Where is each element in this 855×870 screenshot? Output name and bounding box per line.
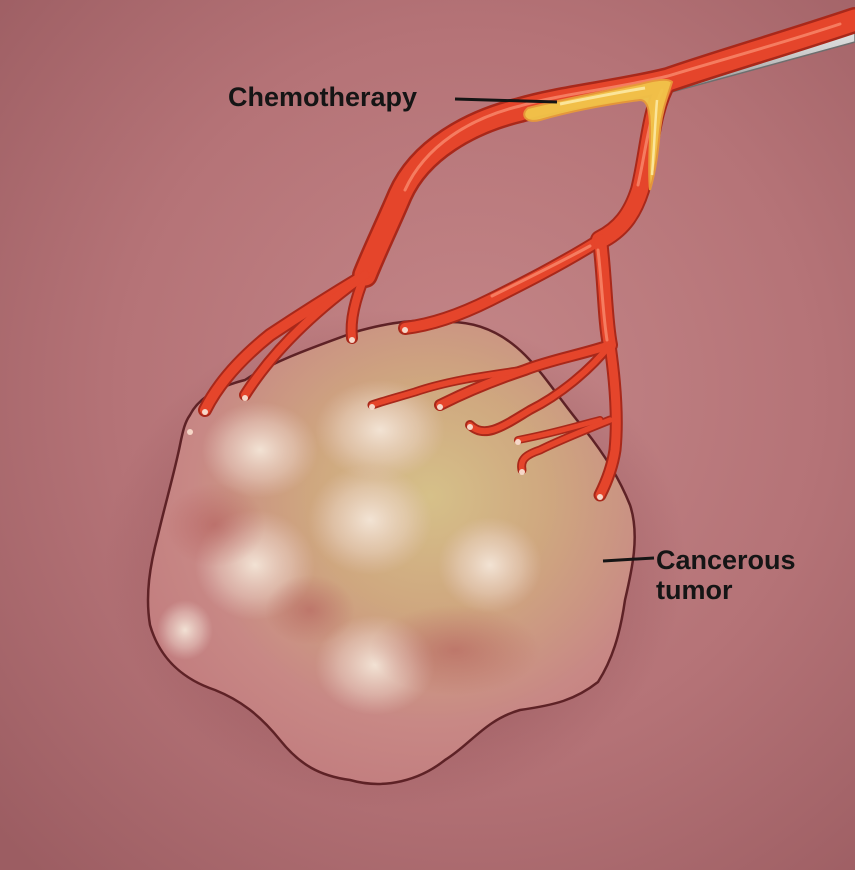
tumor-shade [165, 483, 265, 567]
tumor-nodule [157, 600, 213, 660]
tumor-nodule [308, 465, 432, 575]
tumor-label-line-2: tumor [656, 575, 796, 605]
chemotherapy-label: Chemotherapy [228, 82, 417, 112]
tumor-nodule [438, 517, 542, 613]
cancerous-tumor-label: Cancerous tumor [656, 545, 796, 605]
tumor-shade [265, 575, 355, 645]
tumor-label-line-1: Cancerous [656, 545, 796, 575]
tumor-shade [370, 605, 540, 695]
tumor-nodule [315, 380, 445, 480]
